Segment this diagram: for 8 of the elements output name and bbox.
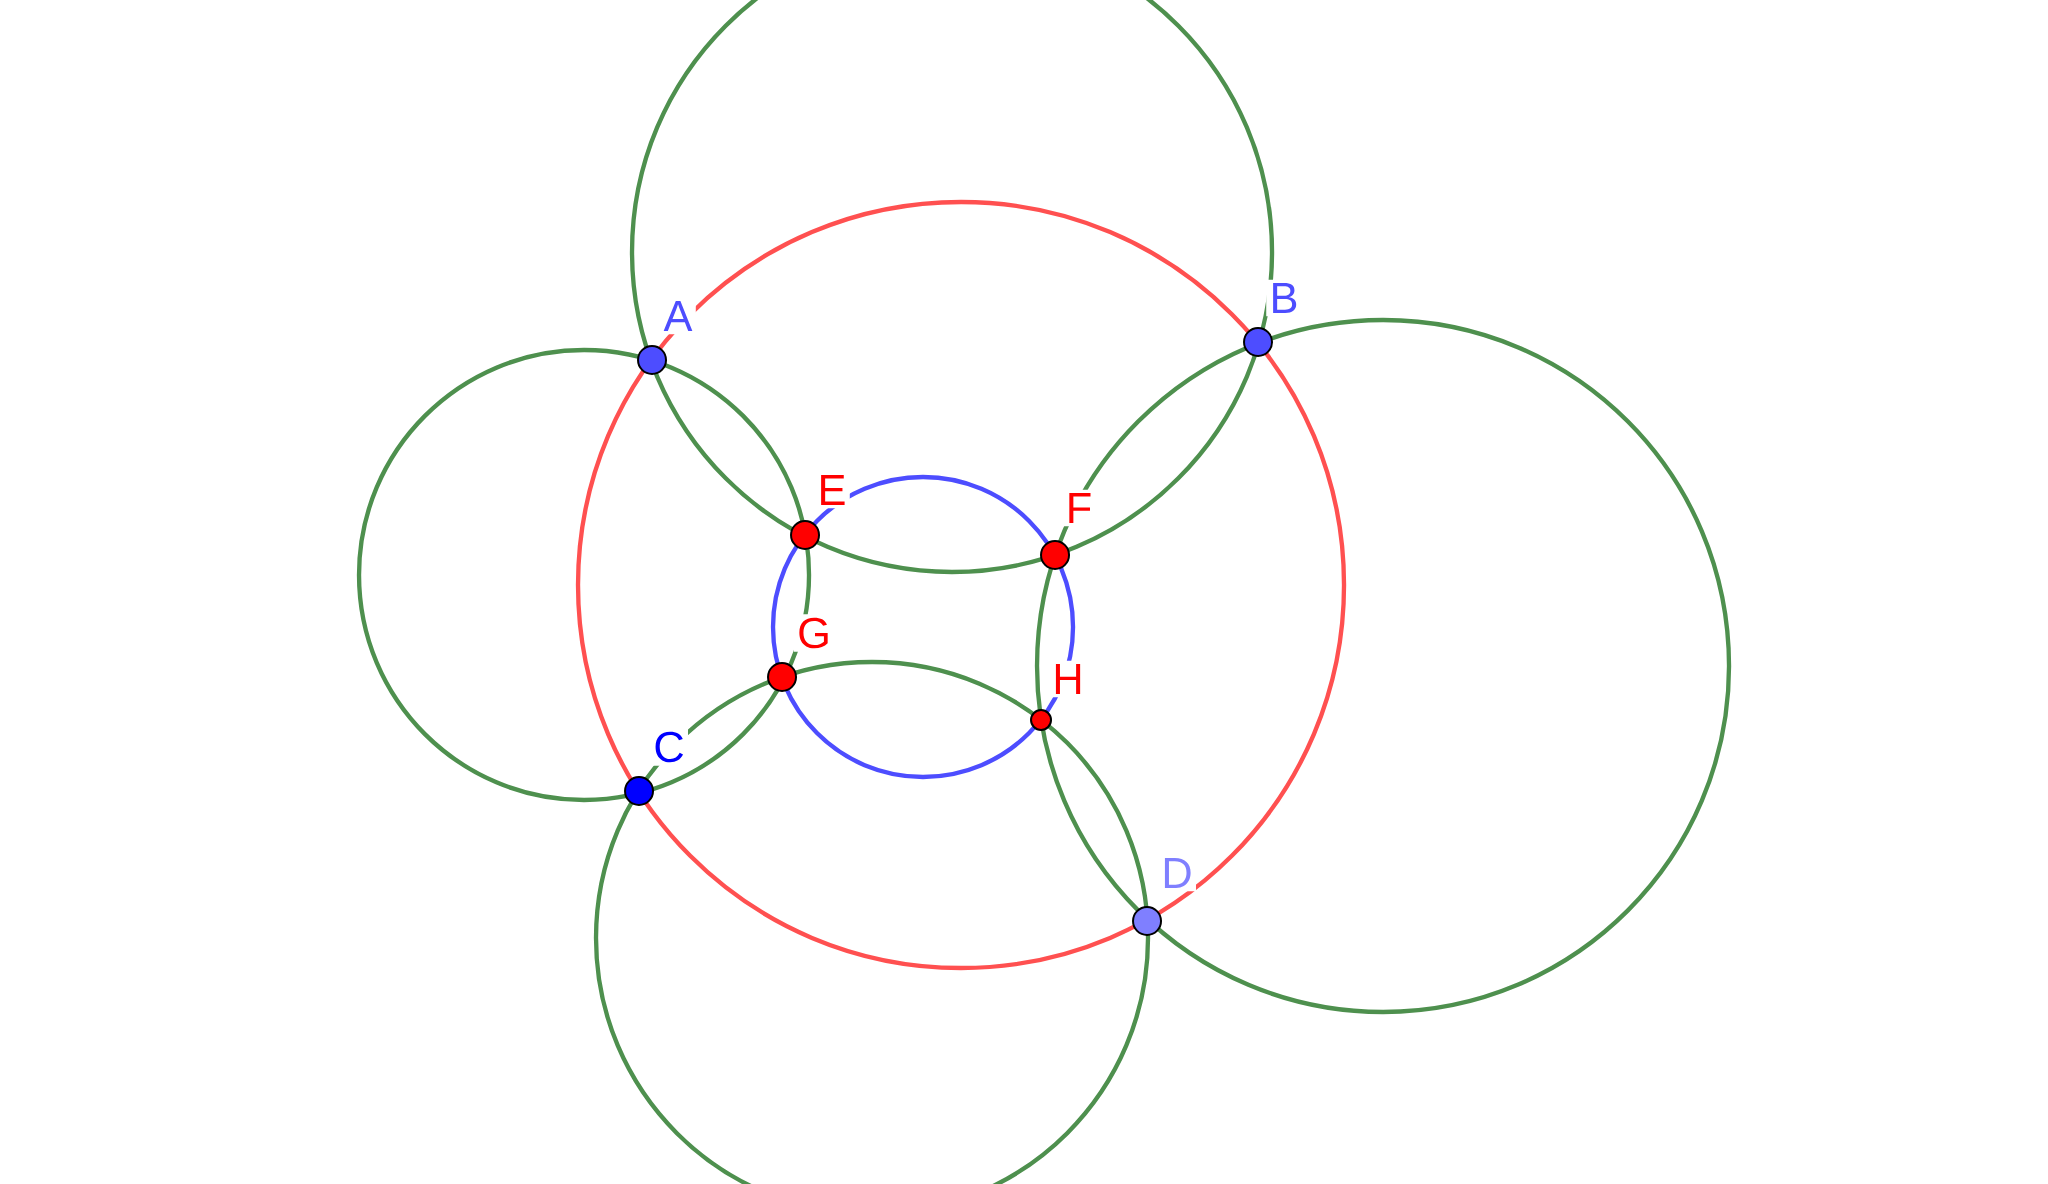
point-label: A: [660, 297, 696, 335]
point-label: E: [814, 471, 850, 509]
point-label: H: [1049, 660, 1087, 698]
point-label: B: [1266, 279, 1302, 317]
point-label: D: [1158, 854, 1196, 892]
point-label: F: [1062, 489, 1096, 527]
point-label: C: [650, 728, 688, 766]
point-label: G: [793, 614, 835, 652]
